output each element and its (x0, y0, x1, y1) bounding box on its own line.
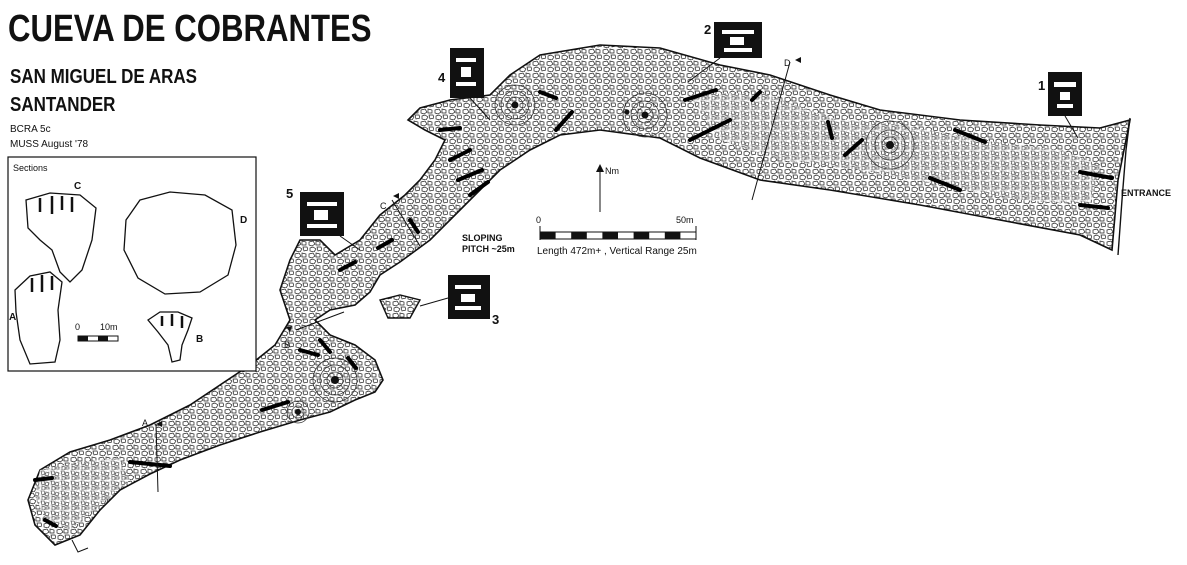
photo-number-3: 3 (492, 312, 500, 327)
section-marker-c: C (380, 201, 387, 211)
north-label: Nm (605, 166, 619, 176)
inset-scale-zero: 0 (75, 322, 81, 332)
section-marker-b: B (284, 340, 291, 350)
map-title: CUEVA DE COBRANTES (8, 8, 372, 50)
section-label-b: B (196, 334, 204, 345)
sections-inset (7, 156, 257, 372)
photo-number-1: 1 (1038, 78, 1046, 93)
photo-badge-1 (1048, 72, 1082, 139)
inset-scale-end: 10m (100, 322, 118, 332)
photo-badge-5 (300, 192, 361, 251)
scale-zero-label: 0 (536, 215, 542, 225)
location-line1: SAN MIGUEL DE ARAS (10, 66, 198, 88)
sections-heading: Sections (13, 163, 48, 173)
section-cut-lines (155, 61, 791, 493)
location-line2: SANTANDER (10, 94, 116, 116)
photo-badge-2 (687, 22, 762, 83)
survey-grade: BCRA 5c (10, 124, 51, 135)
sloping-pitch-label-1: SLOPING (462, 233, 503, 243)
shaft-markers (286, 84, 915, 424)
section-label-a: A (9, 312, 17, 323)
scale-end-label: 50m (676, 215, 694, 225)
photo-badges (300, 22, 1082, 319)
entrance-label: ENTRANCE (1121, 188, 1172, 198)
photo-badge-3 (419, 275, 490, 319)
main-scale-bar (539, 226, 697, 240)
photo-number-2: 2 (704, 22, 712, 37)
cave-passage (27, 44, 1132, 553)
photo-number-5: 5 (286, 186, 294, 201)
shaft-dots (295, 101, 894, 415)
section-label-c: C (74, 181, 82, 192)
survey-credit: MUSS August '78 (10, 139, 89, 150)
photo-badge-4 (450, 48, 491, 121)
sloping-pitch-label-2: PITCH ~25m (462, 244, 515, 254)
section-marker-d: D (784, 58, 791, 68)
section-cut-flags (156, 57, 801, 427)
north-arrow (596, 164, 604, 212)
section-label-d: D (240, 215, 248, 226)
photo-number-4: 4 (438, 70, 446, 85)
section-marker-a: A (142, 418, 149, 428)
length-range-label: Length 472m+ , Vertical Range 25m (537, 246, 697, 257)
slope-arrows (33, 88, 1114, 528)
